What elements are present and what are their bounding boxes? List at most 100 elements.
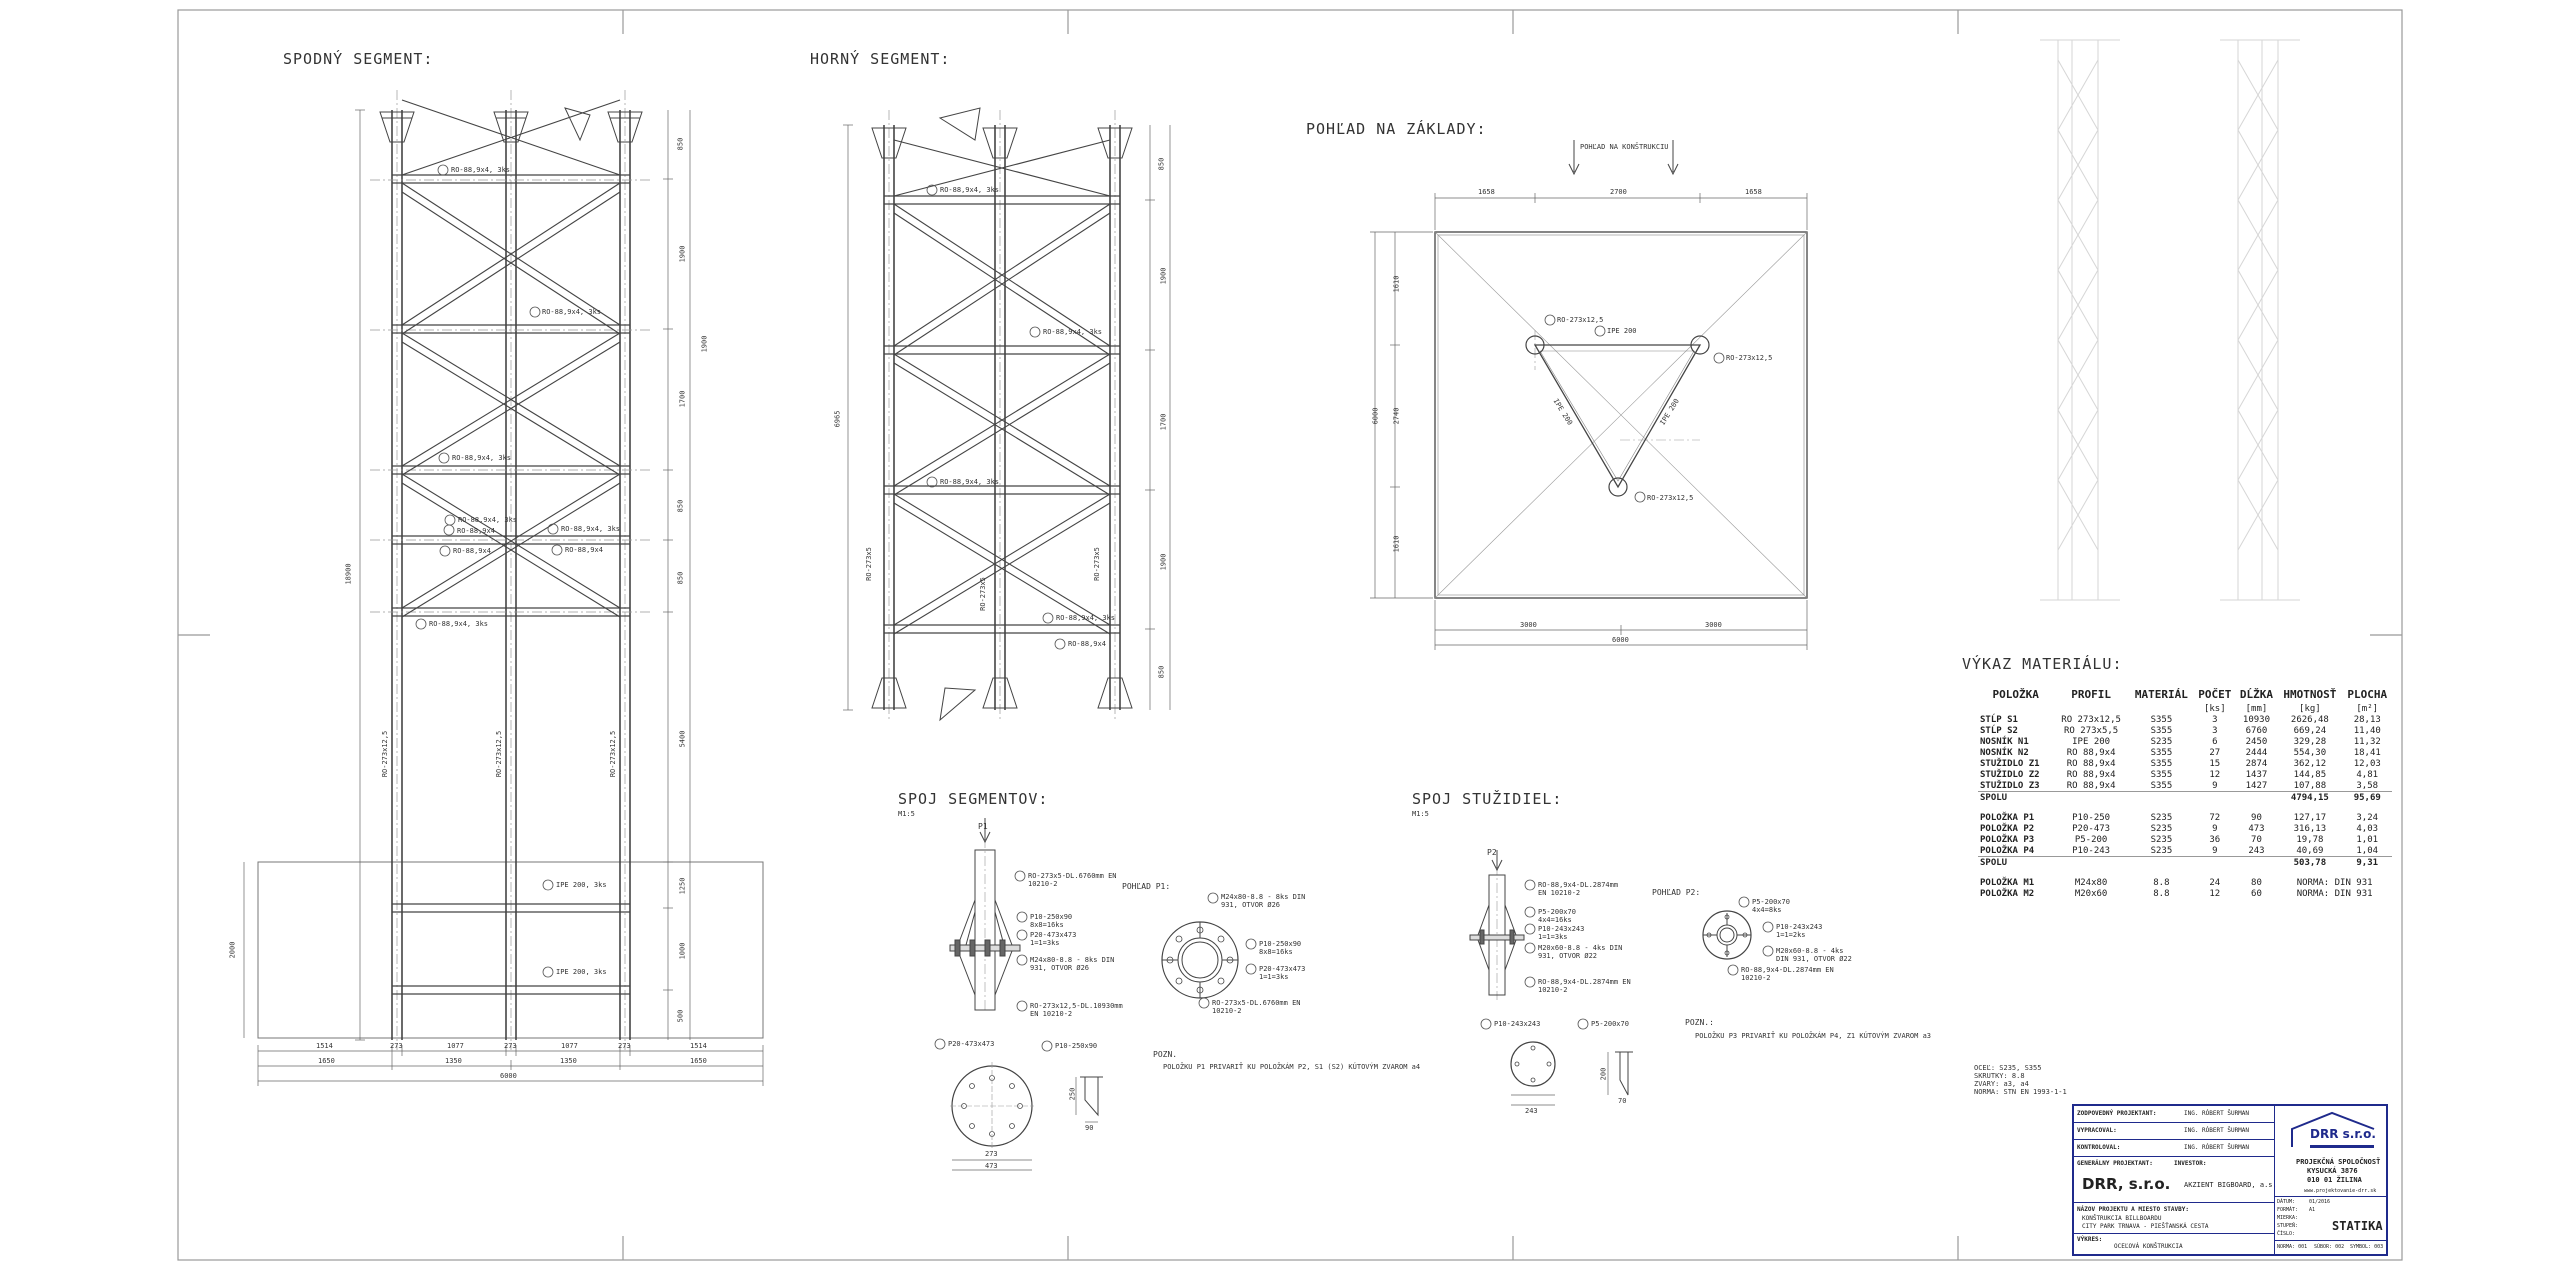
unit: [mm] bbox=[2245, 703, 2268, 714]
base-dim-left-2: 1610 bbox=[1392, 535, 1401, 553]
table-cell: 72 bbox=[2209, 812, 2221, 823]
table-cell: SPOLU bbox=[1978, 791, 2054, 803]
table-cell bbox=[2053, 868, 2128, 877]
table-cell: 107,88 bbox=[2293, 780, 2327, 791]
table-cell bbox=[2194, 856, 2236, 868]
materials-header-row: POLOŽKA PROFIL MATERIÁL POČET DĹŽKA HMOT… bbox=[1978, 686, 2392, 703]
upper-dim-r-2: 1700 bbox=[1159, 413, 1168, 431]
table-cell bbox=[2053, 791, 2129, 803]
table-cell: S355 bbox=[2150, 714, 2173, 725]
brace-joint-mark: P2 bbox=[1487, 848, 1497, 857]
table-cell: STUŽIDLO Z1 bbox=[1980, 758, 2040, 769]
base-dim-left-0: 1610 bbox=[1392, 275, 1401, 293]
brace-joint-label-1: P5-200x70 4x4=16ks bbox=[1538, 908, 1576, 924]
lower-dim-r-1: 1900 bbox=[678, 245, 687, 263]
table-cell: S235 bbox=[2150, 823, 2173, 834]
table-cell bbox=[2194, 791, 2236, 803]
lower-leg-label-1: RO-273x12,5 bbox=[495, 730, 504, 778]
table-cell bbox=[2342, 803, 2392, 812]
table-cell: 127,17 bbox=[2293, 812, 2327, 823]
lower-member-label-6: RO-88,9x4 bbox=[453, 547, 491, 555]
base-label-2: RO-273x12,5 bbox=[1726, 354, 1773, 362]
materials-units-row: [ks] [mm] [kg] [m²] bbox=[1978, 703, 2392, 714]
table-cell: 144,85 bbox=[2293, 769, 2327, 780]
table-cell: 1,04 bbox=[2356, 845, 2379, 856]
table-cell: 503,78 bbox=[2277, 856, 2343, 868]
table-cell: 473 bbox=[2248, 823, 2265, 834]
lower-dim-b1-1: 273 bbox=[390, 1042, 403, 1050]
project-label: NÁZOV PROJEKTU A MIESTO STAVBY: bbox=[2077, 1206, 2189, 1213]
table-cell: STUŽIDLO Z2 bbox=[1980, 769, 2040, 780]
upper-segment-title: HORNÝ SEGMENT: bbox=[810, 50, 951, 68]
table-cell: 6 bbox=[2212, 736, 2218, 747]
lower-dim-r-4: 850 bbox=[676, 571, 685, 585]
lower-dim-b2-2: 1350 bbox=[560, 1057, 577, 1065]
lower-member-label-7: RO-88,9x4 bbox=[565, 546, 603, 554]
unit bbox=[2053, 703, 2128, 714]
lower-dim-r-8: 1000 bbox=[678, 942, 687, 960]
lower-dim-r-6: 5400 bbox=[678, 730, 687, 748]
table-cell: 1,01 bbox=[2356, 834, 2379, 845]
col-header: POLOŽKA bbox=[1992, 688, 2039, 701]
foot-cell: NORMA: 001 bbox=[2277, 1244, 2308, 1250]
meta-value: A1 bbox=[2309, 1207, 2316, 1213]
project-name: KONŠTRUKCIA BILLBOARDU bbox=[2082, 1215, 2162, 1222]
table-cell: 3,58 bbox=[2356, 780, 2379, 791]
upper-segment-drawing bbox=[564, 107, 1171, 722]
table-cell bbox=[2128, 791, 2194, 803]
brace-joint-label-7: M20x60-8.8 - 4ks DIN 931, OTVOR Ø22 bbox=[1776, 947, 1852, 963]
unit bbox=[2129, 703, 2194, 714]
table-cell: 19,78 bbox=[2296, 834, 2324, 845]
seg-joint-label-7: M24x80-8.8 - 8ks DIN 931, OTVOR Ø26 bbox=[1221, 893, 1306, 909]
material-notes: OCEĽ: S235, S355 SKRUTKY: 8.8 ZVARY: a3,… bbox=[1974, 1064, 2067, 1096]
table-cell: 329,28 bbox=[2293, 736, 2327, 747]
table-cell: 11,40 bbox=[2353, 725, 2381, 736]
table-cell bbox=[2129, 868, 2194, 877]
seg-joint-label-10: RO-273x5-DL.6760mm EN 10210-2 bbox=[1212, 999, 1301, 1015]
firm-web: www.projektovanie-drr.sk bbox=[2304, 1188, 2377, 1194]
table-cell: 70 bbox=[2251, 834, 2262, 845]
table-cell bbox=[1978, 803, 2053, 812]
table-cell: 28,13 bbox=[2353, 714, 2381, 725]
brace-joint-note: POLOŽKU P3 PRIVARIŤ KU POLOŽKÁM P4, Z1 K… bbox=[1695, 1032, 1932, 1040]
upper-dim-r-1: 1900 bbox=[1159, 267, 1168, 285]
table-cell: 1427 bbox=[2245, 780, 2268, 791]
meta-label: DÁTUM: bbox=[2277, 1199, 2296, 1205]
table-cell: 80 bbox=[2251, 877, 2262, 888]
table-cell: P20-473 bbox=[2072, 823, 2111, 834]
table-cell: 2450 bbox=[2245, 736, 2268, 747]
table-cell: 18,41 bbox=[2353, 747, 2381, 758]
table-cell: 6760 bbox=[2245, 725, 2268, 736]
table-cell: POLOŽKA P1 bbox=[1980, 812, 2035, 823]
table-cell: POLOŽKA P2 bbox=[1980, 823, 2035, 834]
brace-joint-dim-1: 70 bbox=[1618, 1097, 1627, 1105]
table-cell bbox=[2342, 868, 2392, 877]
table-cell: NOSNÍK N1 bbox=[1980, 736, 2029, 747]
lower-member-label-9: IPE 200, 3ks bbox=[556, 881, 607, 889]
role-label: ZODPOVEDNÝ PROJEKTANT: bbox=[2077, 1110, 2157, 1117]
table-cell: 60 bbox=[2251, 888, 2262, 899]
upper-member-label-4: RO-88,9x4 bbox=[1068, 640, 1106, 648]
table-cell: 316,13 bbox=[2293, 823, 2327, 834]
table-cell: 9 bbox=[2212, 780, 2218, 791]
upper-leg-label-0: RO-273x5 bbox=[864, 547, 873, 581]
note-line: ZVARY: a3, a4 bbox=[1974, 1080, 2029, 1088]
table-cell bbox=[2277, 868, 2342, 877]
brace-joint-dim-0: 243 bbox=[1525, 1107, 1538, 1115]
lower-dim-b1-2: 1077 bbox=[447, 1042, 464, 1050]
upper-member-label-2: RO-88,9x4, 3ks bbox=[940, 478, 1000, 486]
table-cell: NORMA: DIN 931 bbox=[2296, 877, 2373, 888]
table-cell bbox=[2128, 856, 2194, 868]
segment-joint-scale: M1:5 bbox=[898, 810, 915, 818]
lower-dim-b1-3: 273 bbox=[504, 1042, 517, 1050]
table-cell: 27 bbox=[2209, 747, 2221, 758]
lower-segment-drawing bbox=[243, 90, 764, 1086]
table-cell: IPE 200 bbox=[2072, 736, 2111, 747]
seg-joint-view: POHĽAD P1: bbox=[1122, 882, 1171, 891]
meta-value: 01/2016 bbox=[2309, 1199, 2331, 1205]
table-cell: POLOŽKA P3 bbox=[1980, 834, 2035, 845]
table-cell: NOSNÍK N2 bbox=[1980, 747, 2029, 758]
